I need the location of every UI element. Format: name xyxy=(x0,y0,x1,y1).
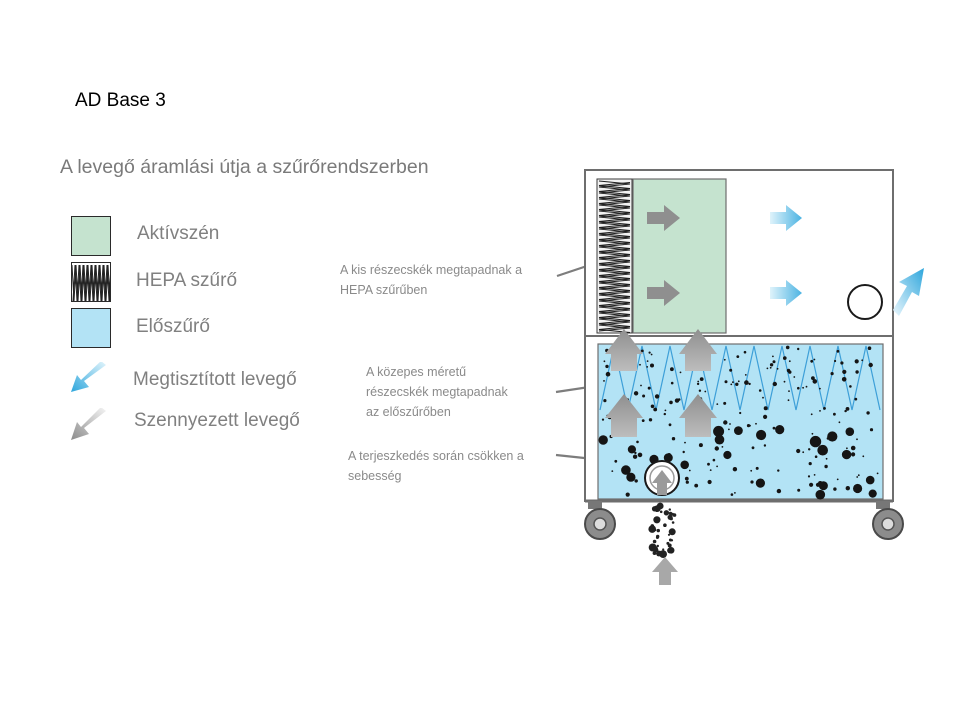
callout-hepa-line1: A kis részecskék megtapadnak a xyxy=(340,263,523,277)
callout-speed-line1: A terjeszkedés során csökken a xyxy=(348,449,524,463)
wheel-right xyxy=(872,501,904,540)
incoming-air-arrow xyxy=(652,557,678,585)
up-arrow-right-top xyxy=(679,329,717,371)
legend-label-hepa: HEPA szűrő xyxy=(136,270,238,291)
callout-prefilter: A közepes méretű részecskék megtapadnak … xyxy=(366,362,508,422)
inlet-arrow xyxy=(652,470,672,495)
callout-hepa: A kis részecskék megtapadnak a HEPA szűr… xyxy=(340,260,522,300)
outlet-arrow xyxy=(893,268,924,316)
diagram-subtitle: A levegő áramlási útja a szűrőrendszerbe… xyxy=(60,156,429,178)
activated-carbon-filter xyxy=(632,178,727,334)
dirty-air-arrow-icon xyxy=(71,408,106,440)
callout-hepa-line2: HEPA szűrűben xyxy=(340,283,428,297)
callout-prefilter-line2: részecskék megtapadnak xyxy=(366,385,508,399)
legend-label-clean-air: Megtisztított levegő xyxy=(133,369,297,390)
hepa-swatch xyxy=(71,262,111,302)
callout-speed: A terjeszkedés során csökken a sebesség xyxy=(348,446,524,486)
clean-air-arrow-bottom xyxy=(770,280,802,306)
legend-label-dirty-air: Szennyezett levegő xyxy=(134,410,300,431)
incoming-dust xyxy=(648,502,677,558)
flow-arrow-carbon-bottom xyxy=(647,280,680,306)
activated-carbon-swatch xyxy=(71,216,111,256)
wheel-left xyxy=(584,501,616,540)
up-arrow-left-bottom xyxy=(605,394,643,437)
up-arrow-left-top xyxy=(605,329,643,371)
legend-label-prefilter: Előszűrő xyxy=(136,316,210,337)
hepa-pleats xyxy=(598,180,631,333)
up-arrow-right-bottom xyxy=(679,394,717,437)
clean-air-arrow-icon xyxy=(71,362,106,392)
callout-prefilter-line1: A közepes méretű xyxy=(366,365,467,379)
callout-speed-line2: sebesség xyxy=(348,469,402,483)
flow-arrow-carbon-top xyxy=(647,205,680,231)
page-title: AD Base 3 xyxy=(75,90,166,111)
prefilter-chamber xyxy=(597,343,884,500)
prefilter-swatch xyxy=(71,308,111,348)
legend-label-activated-carbon: Aktívszén xyxy=(137,223,220,244)
fan-icon xyxy=(847,284,883,320)
clean-air-arrow-top xyxy=(770,205,802,231)
callout-prefilter-line3: az előszűrőben xyxy=(366,405,451,419)
hepa-pattern-icon xyxy=(72,264,110,301)
